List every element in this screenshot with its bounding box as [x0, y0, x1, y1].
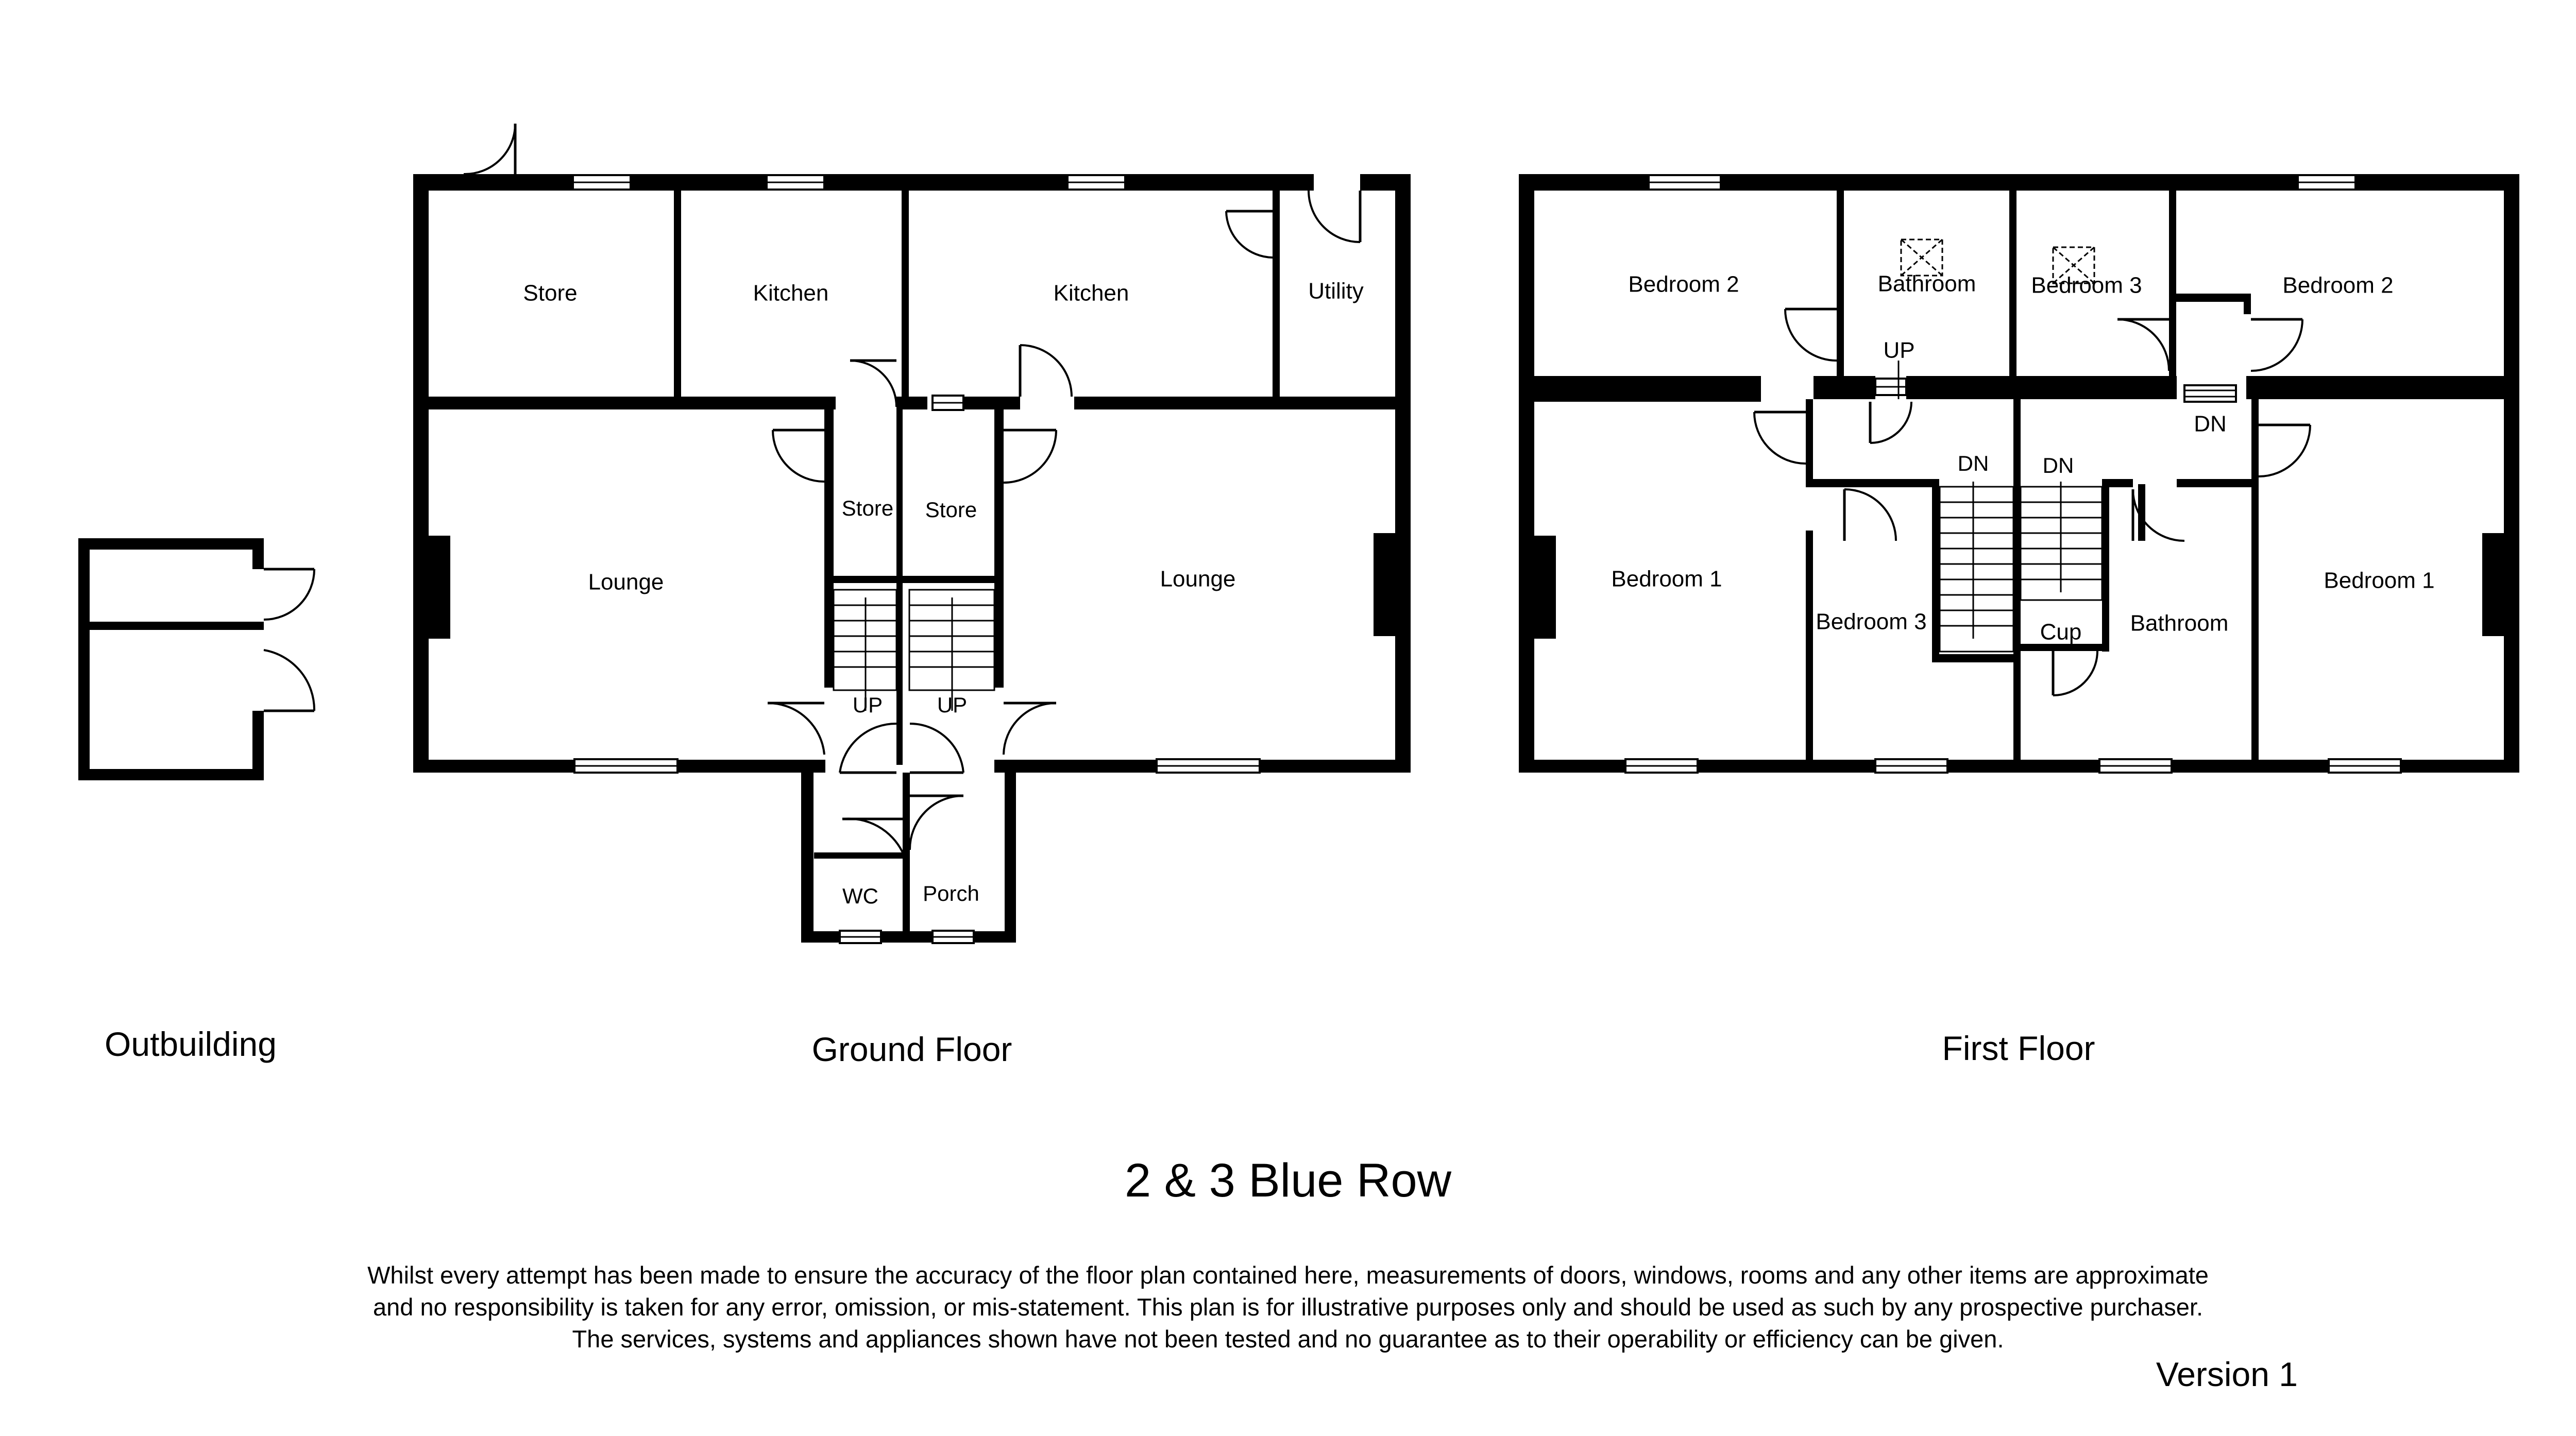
ground-stairs [833, 589, 995, 711]
room-label-wc: WC [842, 884, 878, 908]
room-label-bathroom-top: Bathroom [1878, 271, 1976, 297]
room-label-utility: Utility [1308, 279, 1364, 304]
room-label-store-mid-left: Store [842, 496, 893, 520]
outbuilding-door-bottom [263, 649, 316, 712]
skylights [1900, 238, 2095, 284]
room-label-porch: Porch [923, 881, 979, 905]
stair-label-up-left: UP [853, 693, 883, 717]
first-doors [1753, 307, 2311, 696]
ground-floor-title: Ground Floor [812, 1030, 1012, 1068]
room-label-bedroom2-right: Bedroom 2 [2282, 273, 2393, 298]
room-label-cup: Cup [2040, 620, 2082, 645]
first-floor-plan: Bedroom 2 Bathroom Bedroom 3 Bedroom 2 U… [1519, 174, 2519, 1067]
first-windows [1624, 174, 2402, 774]
room-label-bedroom2-left: Bedroom 2 [1628, 272, 1739, 297]
disclaimer-line-3: The services, systems and appliances sho… [572, 1325, 2004, 1353]
disclaimer: Whilst every attempt has been made to en… [206, 1259, 2370, 1355]
stair-label-dn-right-stair: DN [2043, 453, 2074, 477]
room-label-lounge-right: Lounge [1160, 567, 1236, 592]
room-label-store-mid-right: Store [925, 498, 977, 522]
ground-floor-plan: Store Kitchen Kitchen Utility Lounge Lou… [413, 123, 1411, 1068]
ground-doors [463, 123, 1362, 853]
room-label-kitchen-right: Kitchen [1054, 281, 1129, 306]
page-title: 2 & 3 Blue Row [1124, 1154, 1452, 1207]
room-label-bathroom-mid: Bathroom [2130, 611, 2229, 636]
outbuilding-title: Outbuilding [105, 1025, 277, 1063]
first-stairs [1897, 361, 2103, 653]
room-label-kitchen-left: Kitchen [753, 281, 829, 306]
stair-label-up-right: UP [937, 693, 967, 717]
stair-label-dn-left-stair: DN [1958, 451, 1989, 475]
outbuilding-plan: Outbuilding [78, 538, 316, 1063]
first-floor-title: First Floor [1942, 1029, 2095, 1067]
disclaimer-line-1: Whilst every attempt has been made to en… [367, 1261, 2209, 1289]
room-label-bedroom1-left: Bedroom 1 [1611, 567, 1722, 592]
room-label-bedroom1-right: Bedroom 1 [2324, 568, 2434, 593]
room-label-lounge-left: Lounge [588, 570, 664, 595]
room-label-bedroom3-top: Bedroom 3 [2031, 273, 2142, 298]
stair-label-up: UP [1883, 338, 1914, 363]
outbuilding-door-top [263, 568, 315, 621]
disclaimer-line-2: and no responsibility is taken for any e… [372, 1293, 2204, 1321]
stair-label-dn-right: DN [2194, 412, 2227, 437]
version-label: Version 1 [2156, 1355, 2298, 1393]
room-label-store: Store [523, 281, 577, 306]
room-label-bedroom3-mid: Bedroom 3 [1816, 609, 1926, 635]
ground-windows [572, 174, 1261, 944]
